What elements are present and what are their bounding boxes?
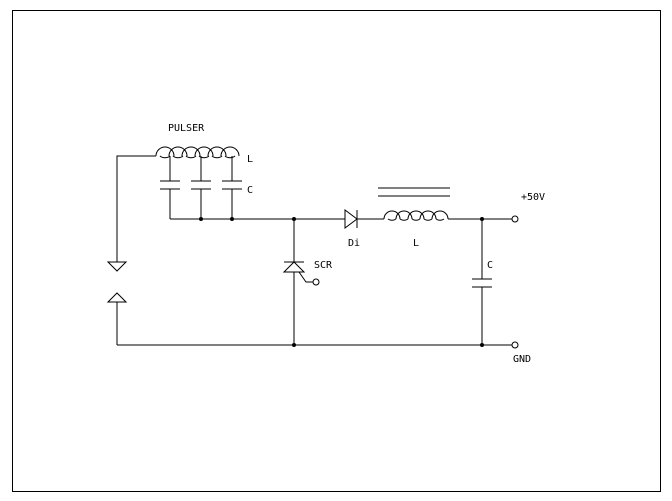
pulser-capacitor-bank <box>160 156 242 219</box>
output-capacitor <box>472 219 492 345</box>
output-inductor-label: L <box>413 238 419 249</box>
pulser-input-wire <box>116 155 156 262</box>
diode-label: Di <box>348 238 360 249</box>
ground-terminal[interactable] <box>511 341 519 349</box>
scr-gate-terminal[interactable] <box>312 278 320 286</box>
ground-terminal-label: GND <box>513 354 531 365</box>
positive-terminal[interactable] <box>511 215 519 223</box>
pulser-network <box>116 146 242 262</box>
scr-thyristor <box>282 219 313 345</box>
output-capacitor-label: C <box>487 260 493 271</box>
junction-dot <box>292 343 296 347</box>
spark-gap <box>106 261 128 345</box>
inductor-core <box>378 187 450 197</box>
pulser-capacitor-label: C <box>247 185 253 196</box>
diode <box>344 209 384 229</box>
junction-dot <box>480 343 484 347</box>
drawing-frame <box>12 10 661 492</box>
output-inductor <box>383 210 449 221</box>
pulser-inductor-label: L <box>247 154 253 165</box>
pulser-inductor-coil <box>155 146 240 159</box>
positive-terminal-label: +50V <box>521 192 545 203</box>
scr-label: SCR <box>314 260 333 271</box>
pulser-label: PULSER <box>168 123 205 134</box>
